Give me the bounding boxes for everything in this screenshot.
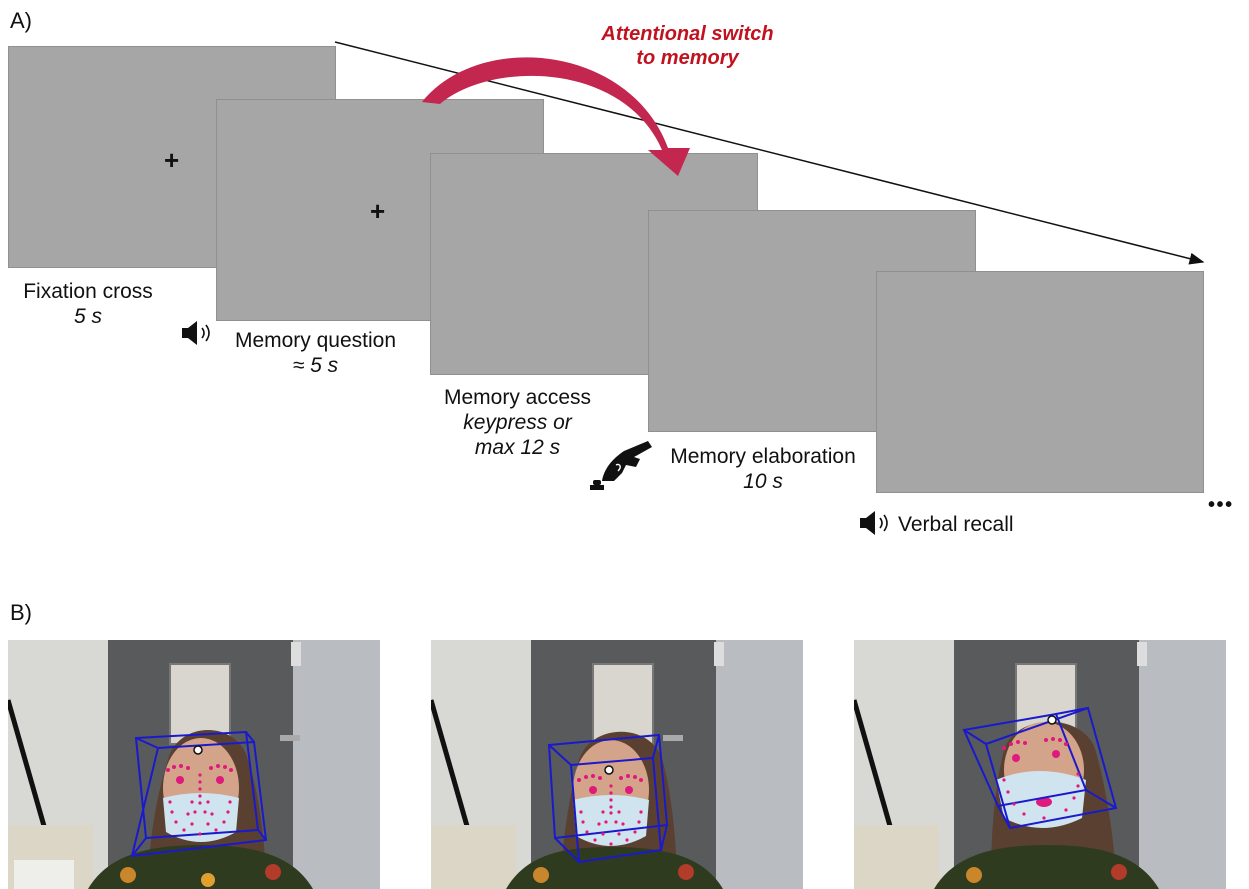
stage-name: Verbal recall <box>898 513 1014 536</box>
stage-label-fixation: Fixation cross 5 s <box>8 279 168 329</box>
fixation-cross-2: + <box>370 196 386 226</box>
stage-duration: 10 s <box>743 470 783 494</box>
face-tracking-photo-1 <box>8 640 380 889</box>
face-tracking-photo-3 <box>854 640 1226 889</box>
stage-duration-line1: keypress or <box>463 411 572 435</box>
stage-duration-line2: max 12 s <box>474 436 561 460</box>
hand-keypress-icon <box>588 435 654 493</box>
stage-duration: ≈ 5 s <box>292 354 339 378</box>
stage-label-memory-access: Memory access keypress or max 12 s <box>425 385 610 461</box>
stage-label-verbal-recall: Verbal recall <box>898 512 1014 537</box>
stage-duration: 5 s <box>73 305 102 329</box>
stage-name: Memory question <box>234 329 397 352</box>
screen-verbal-recall <box>876 271 1204 493</box>
stage-name: Memory elaboration <box>670 445 856 468</box>
switch-label-line2: to memory <box>636 47 739 69</box>
speaker-icon <box>180 319 216 347</box>
attentional-switch-label: Attentional switch to memory <box>570 22 805 70</box>
panel-a-label: A) <box>10 8 32 33</box>
switch-label-line1: Attentional switch <box>601 23 774 45</box>
stage-label-memory-elaboration: Memory elaboration 10 s <box>652 444 874 494</box>
speaker-icon <box>858 509 894 537</box>
stage-label-memory-question: Memory question ≈ 5 s <box>218 328 413 378</box>
stage-name: Memory access <box>443 386 592 409</box>
stage-name: Fixation cross <box>23 280 153 303</box>
face-tracking-photo-2 <box>431 640 803 889</box>
fixation-cross: + <box>164 145 180 175</box>
panel-b-label: B) <box>10 600 32 625</box>
continuation-dots: • • • <box>1208 494 1232 516</box>
